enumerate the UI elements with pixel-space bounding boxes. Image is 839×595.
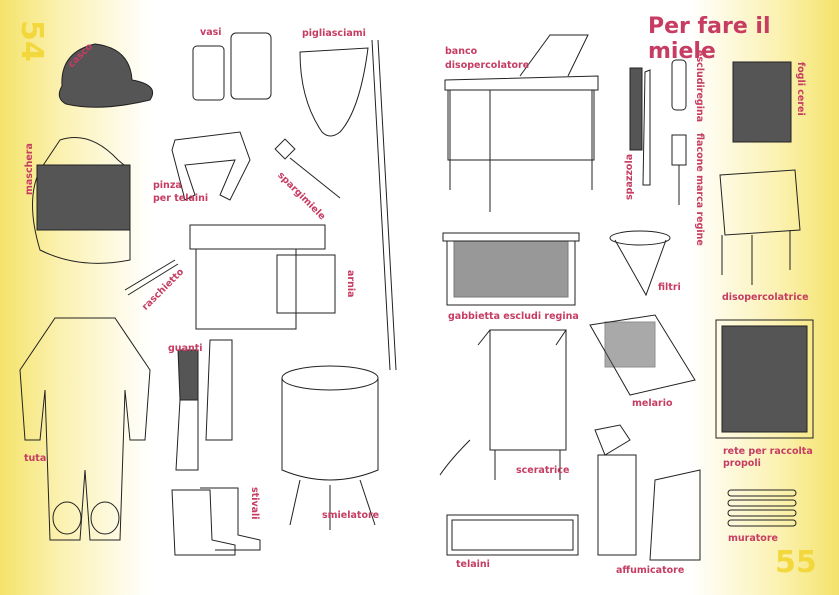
label-pinza: pinza bbox=[153, 180, 182, 191]
marker-bottle-illustration bbox=[671, 134, 687, 205]
label-disopercolatrice: disopercolatrice bbox=[722, 292, 809, 303]
label-tuta: tuta bbox=[24, 453, 47, 464]
uncapping-tray-illustration bbox=[444, 34, 599, 212]
suit-illustration bbox=[19, 317, 151, 541]
filter-illustration bbox=[609, 230, 671, 297]
swarm-catcher-illustration bbox=[299, 39, 397, 371]
jars-illustration bbox=[192, 32, 272, 101]
label-disopercolatore: disopercolatore bbox=[445, 60, 530, 71]
page-title: Per fare il miele bbox=[648, 14, 771, 64]
label-rete-line2: propoli bbox=[723, 458, 761, 469]
label-maschera: maschera bbox=[24, 143, 35, 195]
smoker-illustration bbox=[594, 424, 701, 561]
page-number-right: 55 bbox=[775, 545, 817, 580]
brush-illustration bbox=[629, 67, 651, 186]
hive-illustration bbox=[189, 224, 336, 330]
label-rete-line1: rete per raccolta bbox=[723, 446, 813, 457]
label-sceratrice: sceratrice bbox=[516, 465, 570, 476]
page-number-left: 54 bbox=[14, 20, 49, 62]
label-gabbietta: gabbietta escludi regina bbox=[448, 311, 579, 322]
label-stivali: stivali bbox=[249, 487, 260, 520]
wax-melter-illustration bbox=[439, 329, 567, 480]
label-arnia: arnia bbox=[345, 270, 356, 298]
label-telaini: telaini bbox=[456, 559, 490, 570]
scraper-illustration bbox=[124, 259, 179, 296]
label-muratore: muratore bbox=[728, 533, 778, 544]
gloves-illustration bbox=[175, 339, 233, 471]
honey-dipper-illustration bbox=[274, 138, 341, 199]
label-fogli-cerei: fogli cerei bbox=[795, 62, 806, 116]
frame-nails-illustration bbox=[727, 489, 797, 527]
label-filtri: filtri bbox=[658, 282, 681, 293]
label-guanti: guanti bbox=[168, 343, 203, 354]
helmet-illustration bbox=[58, 43, 154, 108]
frames-illustration bbox=[446, 514, 579, 556]
propolis-net-illustration bbox=[715, 319, 814, 439]
label-melario: melario bbox=[632, 398, 673, 409]
label-per-telaini: per telaini bbox=[153, 193, 209, 204]
label-escludiregina: escludiregina bbox=[694, 50, 705, 123]
queen-excluder-illustration bbox=[442, 232, 580, 306]
frame-grip-illustration bbox=[171, 131, 251, 201]
uncapping-machine-illustration bbox=[719, 169, 801, 285]
extractor-illustration bbox=[281, 365, 379, 530]
label-smielatore: smielatore bbox=[322, 510, 380, 521]
label-banco: banco bbox=[445, 46, 478, 57]
veil-mask-illustration bbox=[32, 137, 131, 264]
queen-excluder-cage-illustration bbox=[671, 59, 687, 111]
label-affumicatore: affumicatore bbox=[616, 565, 685, 576]
label-spazzola: spazzola bbox=[624, 153, 635, 200]
label-flacone: flacone marca regine bbox=[694, 133, 705, 246]
wax-sheet-illustration bbox=[732, 61, 792, 143]
boots-illustration bbox=[171, 487, 261, 556]
super-illustration bbox=[589, 314, 696, 396]
label-vasi: vasi bbox=[200, 27, 222, 38]
label-pigliasciami: pigliasciami bbox=[302, 28, 366, 39]
